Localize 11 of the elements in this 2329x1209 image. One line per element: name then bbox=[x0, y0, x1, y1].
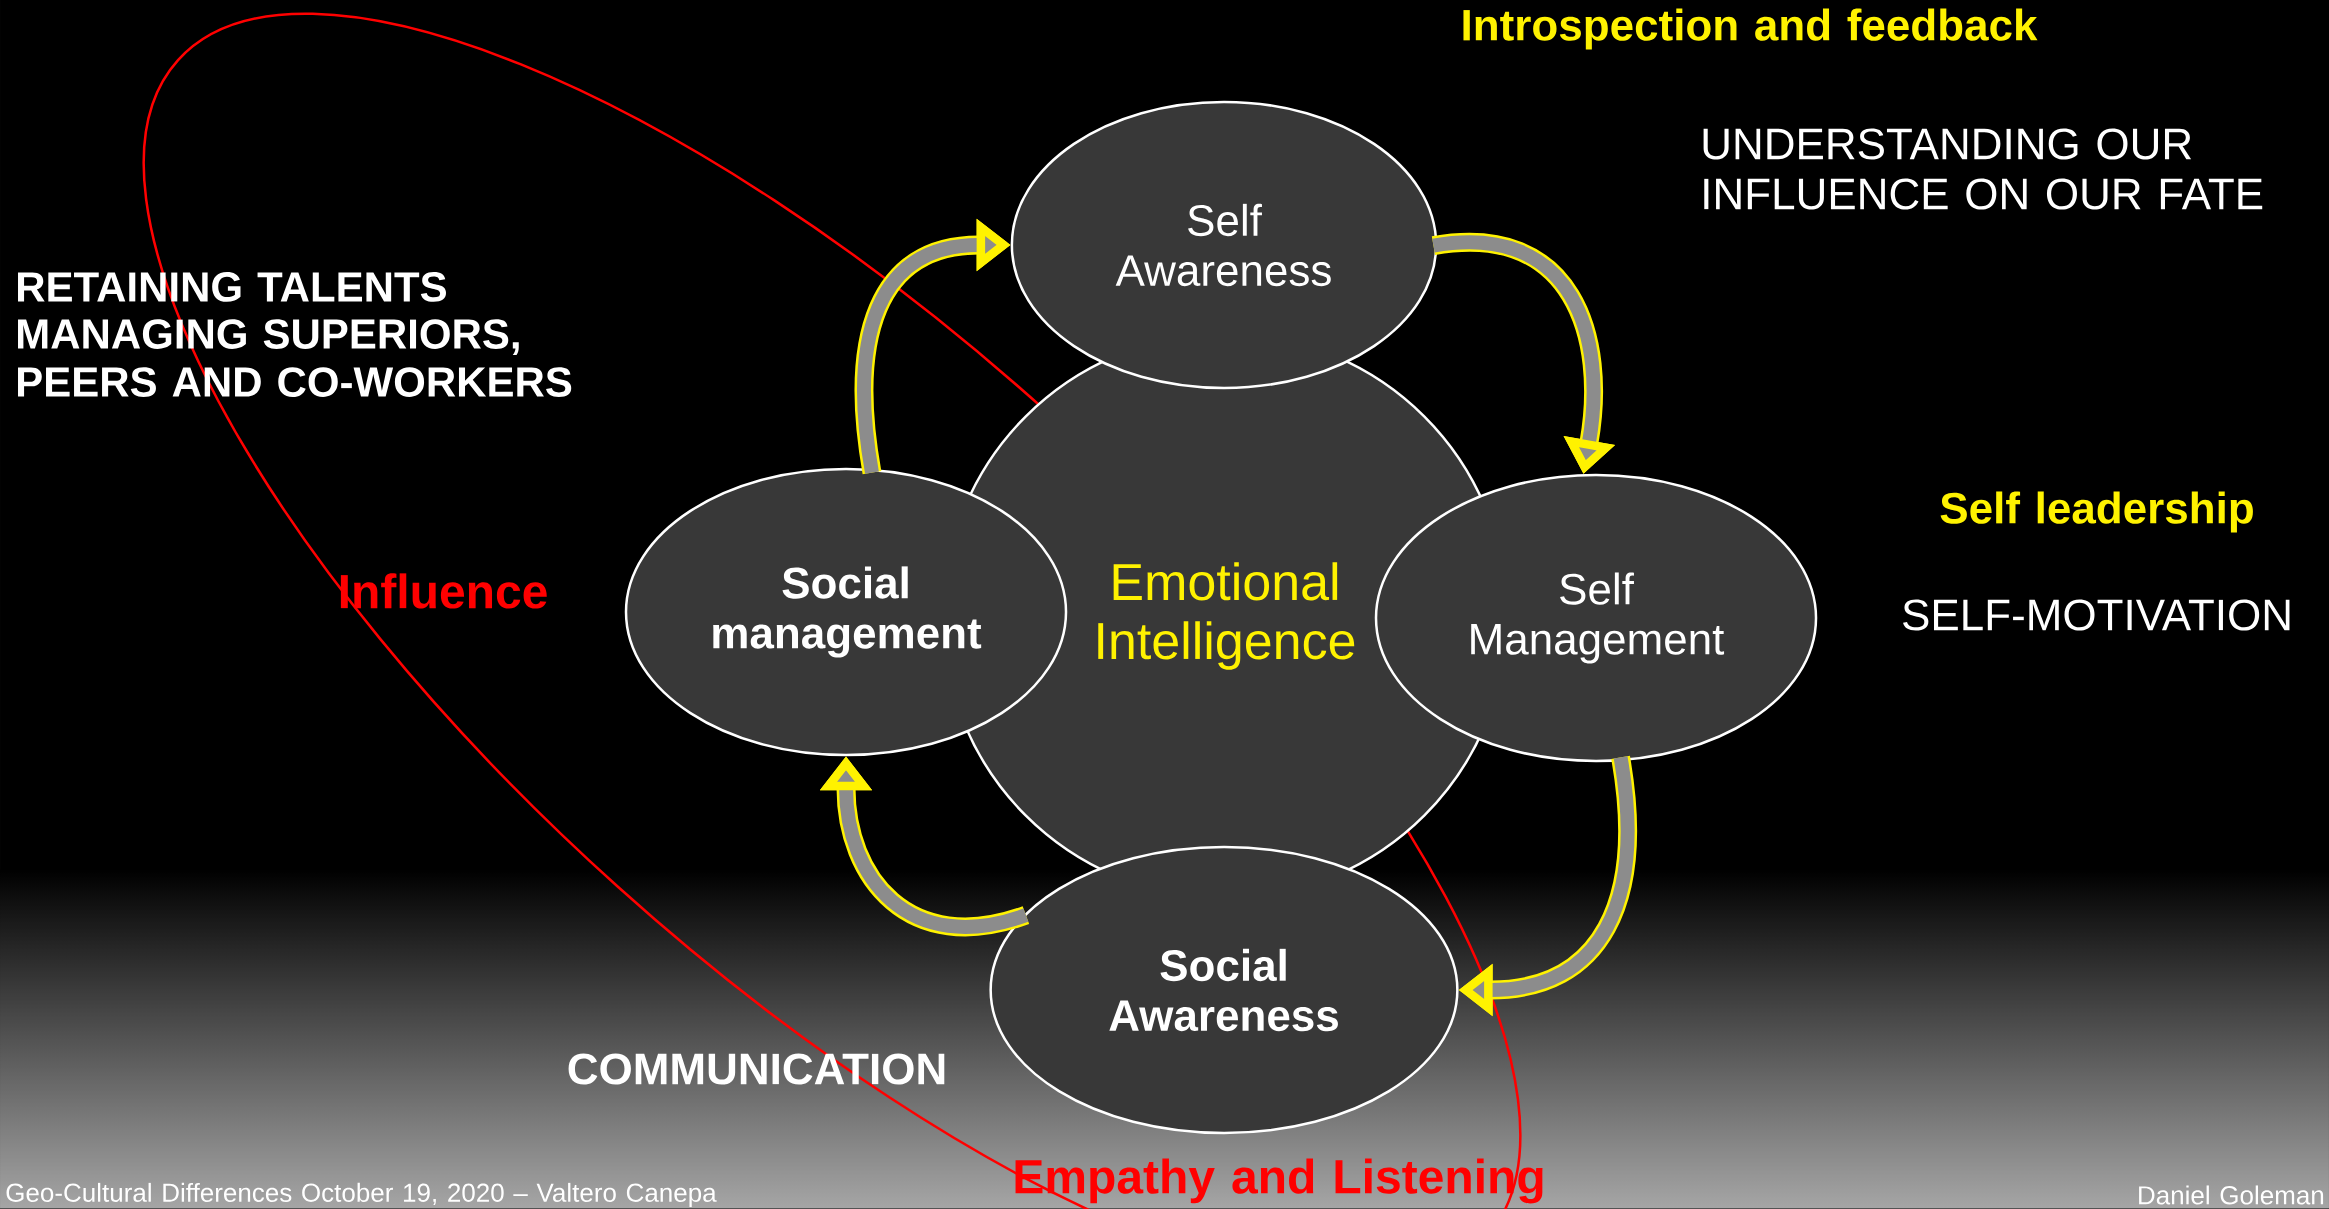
note-text: UNDERSTANDING OUR INFLUENCE ON OUR FATE bbox=[1703, 128, 2263, 210]
footer-text: Geo-Cultural Differences October 19, 2020 – Valtero Canepa bbox=[6, 1182, 717, 1208]
note-text: SELF-MOTIVATION bbox=[1903, 599, 2290, 631]
ellipse-node: Self Awareness bbox=[1010, 100, 1438, 390]
heading: Self leadership bbox=[1940, 491, 2253, 533]
ellipse-node: Self Management bbox=[1374, 473, 1818, 763]
ellipse-node: Social Awareness bbox=[989, 845, 1459, 1135]
heading: Influence bbox=[340, 573, 547, 609]
ellipse-node: Social management bbox=[624, 467, 1068, 757]
footer-text: Daniel Goleman bbox=[2139, 1185, 2324, 1205]
heading: Introspection and feedback bbox=[1463, 8, 2038, 50]
